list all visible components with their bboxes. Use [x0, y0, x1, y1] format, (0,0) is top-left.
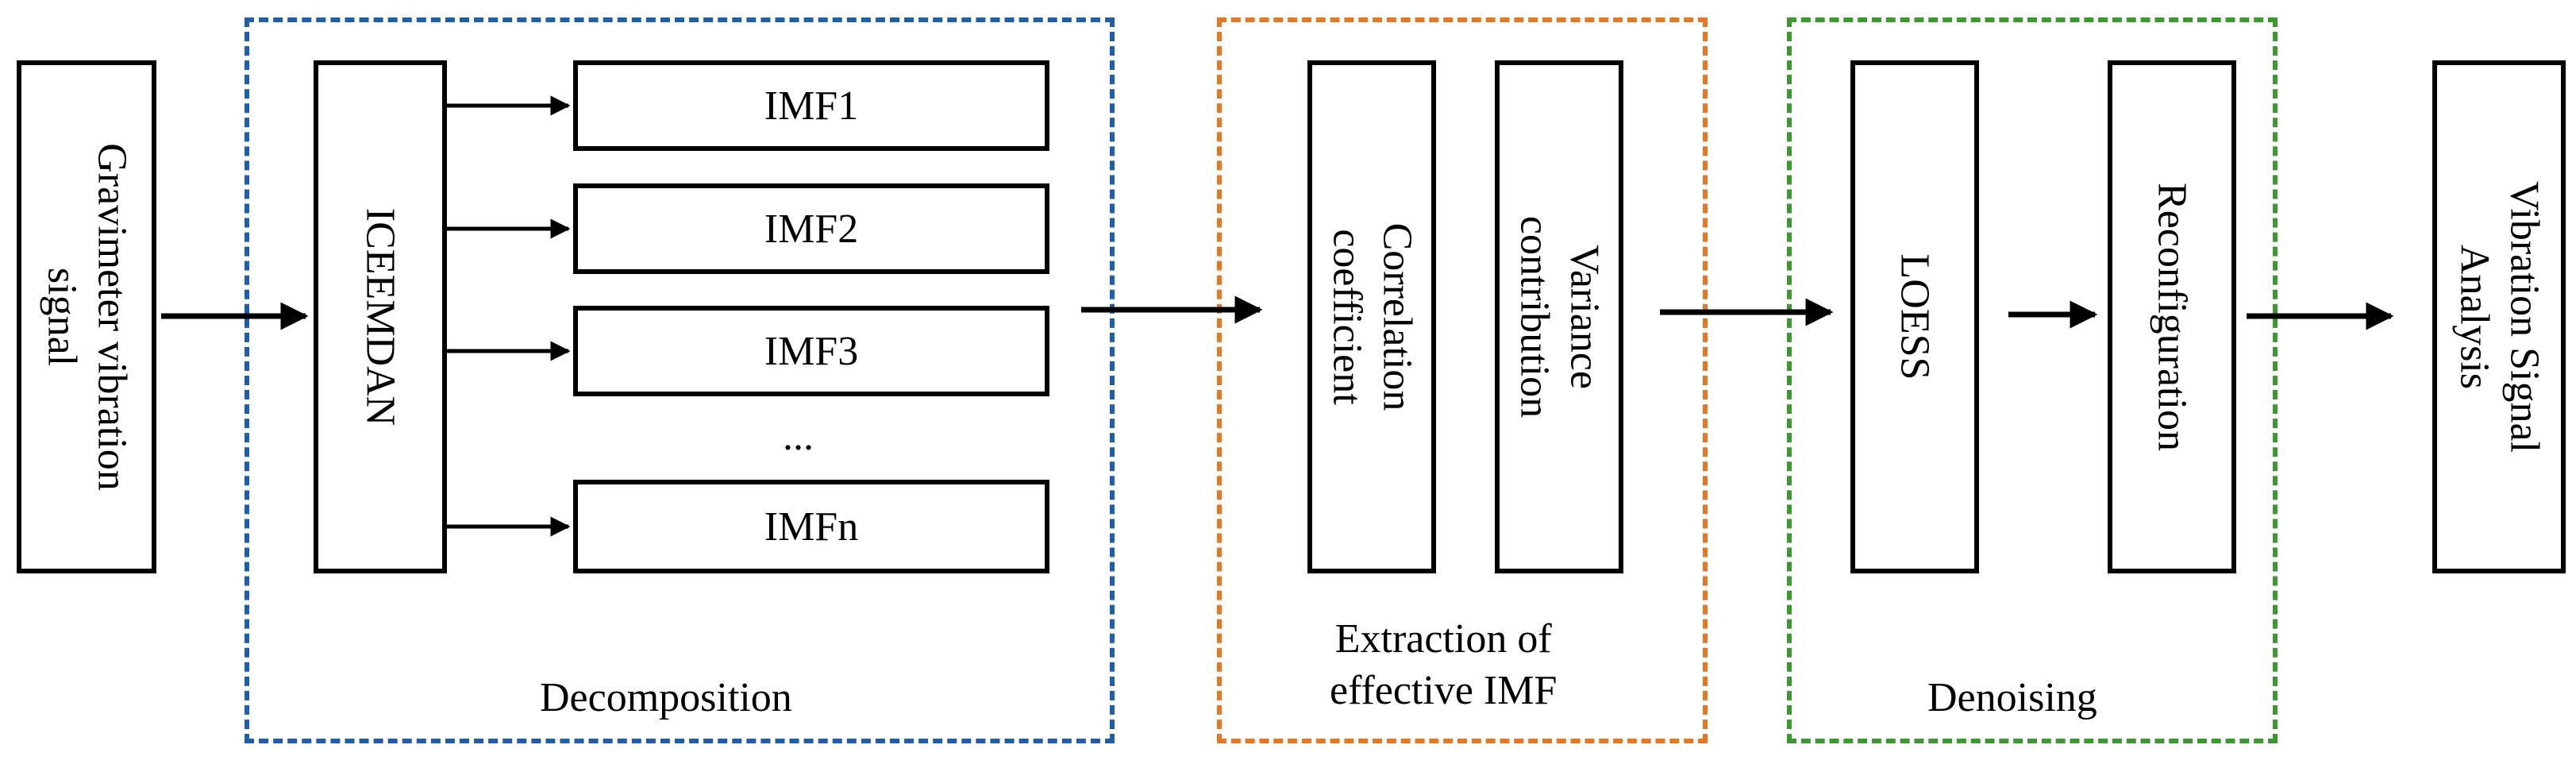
denoising-group: [1787, 17, 2278, 743]
imf3-label: IMF3: [764, 328, 859, 374]
output-box: Vibration Signal Analysis: [2432, 60, 2566, 573]
denoising-group-label: Denoising: [1927, 675, 2097, 720]
imfn-box: IMFn: [573, 480, 1049, 573]
loess-box: LOESS: [1850, 60, 1979, 573]
extraction-group: [1217, 17, 1708, 743]
decomposition-group: [245, 17, 1115, 743]
iceemdan-box: ICEEMDAN: [314, 60, 447, 573]
imf2-label: IMF2: [764, 206, 859, 252]
imfn-label: IMFn: [764, 504, 859, 550]
reconfiguration-box: Reconfiguration: [2108, 60, 2236, 573]
extraction-group-label: Extraction of effective IMF: [1330, 616, 1558, 713]
correlation-coefficient-box: Correlation coefficient: [1307, 60, 1436, 573]
imf3-box: IMF3: [573, 306, 1049, 396]
input-signal-box: Gravimeter vibration signal: [17, 60, 156, 573]
decomposition-group-label: Decomposition: [540, 675, 792, 720]
variance-contribution-box: Variance contribution: [1495, 60, 1623, 573]
imf1-label: IMF1: [764, 83, 859, 129]
imf1-box: IMF1: [573, 60, 1049, 151]
imf-ellipsis: ...: [783, 414, 814, 459]
imf2-box: IMF2: [573, 183, 1049, 274]
